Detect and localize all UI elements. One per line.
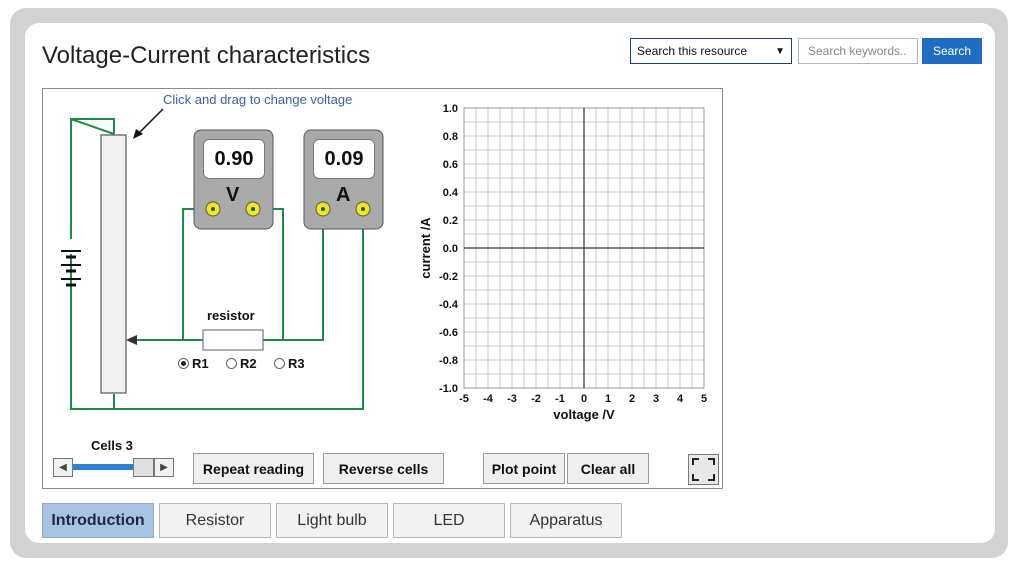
search-scope-select[interactable]: Search this resource ▼ [630,38,792,64]
slider-track[interactable] [73,464,154,470]
radio-dot [274,358,285,369]
slider-thumb[interactable] [133,458,154,477]
y-tick-label: 0.6 [443,159,458,171]
search-placeholder: Search keywords.. [808,44,907,58]
ammeter-unit: A [336,184,351,206]
tab-resistor[interactable]: Resistor [159,503,271,538]
voltmeter-reading: 0.90 [203,139,265,179]
x-tick-label: 2 [629,393,635,405]
x-tick-label: 3 [653,393,659,405]
x-tick-label: -1 [555,393,565,405]
search-button[interactable]: Search [922,38,982,64]
x-axis-label: voltage /V [553,407,615,422]
x-tick-label: 5 [701,393,707,405]
y-tick-label: 1.0 [443,103,458,115]
slider-increase-button[interactable]: ▶ [154,458,174,477]
y-tick-label: -0.8 [439,355,458,367]
x-tick-label: -3 [507,393,517,405]
x-tick-label: -4 [483,393,494,405]
radio-r2[interactable]: R2 [226,356,257,371]
x-tick-label: 4 [677,393,684,405]
circuit-and-graph: -5 -4 -3 -2 -1 0 1 2 3 4 5 1.0 0.8 0.6 0.4 0.2 0.0 -0.2 -0… [61,103,707,422]
y-tick-label: -0.2 [439,271,458,283]
x-tick-label: 1 [605,393,611,405]
clear-all-button[interactable]: Clear all [567,453,649,484]
y-tick-label: 0.0 [443,243,458,255]
chevron-down-icon: ▼ [775,45,785,57]
radio-r3[interactable]: R3 [274,356,305,371]
wire-top [70,117,364,410]
x-tick-label: 0 [581,393,587,405]
wire-ammeter [283,209,324,341]
hint-arrow [137,108,164,135]
x-tick-label: -2 [531,393,541,405]
tab-led[interactable]: LED [393,503,505,538]
search-scope-value: Search this resource [637,44,748,58]
cells-slider[interactable]: ◀ ▶ [53,458,174,479]
resistor-label: resistor [207,308,255,323]
page-title: Voltage-Current characteristics [42,42,371,69]
reverse-cells-button[interactable]: Reverse cells [323,453,444,484]
radio-dot [226,358,237,369]
radio-r1[interactable]: R1 [178,356,209,371]
battery-icon [61,239,81,287]
y-tick-label: -1.0 [439,383,458,395]
tab-apparatus[interactable]: Apparatus [510,503,622,538]
simulation-panel: -5 -4 -3 -2 -1 0 1 2 3 4 5 1.0 0.8 0.6 0.4 0.2 0.0 -0.2 -0… [42,88,723,489]
search-input[interactable]: Search keywords.. [798,38,918,64]
wire-top-segment [71,118,115,134]
fullscreen-button[interactable] [688,454,719,485]
rheostat [100,134,127,394]
y-tick-label: -0.6 [439,327,458,339]
fullscreen-icon [692,458,715,481]
y-tick-label: 0.2 [443,215,458,227]
repeat-reading-button[interactable]: Repeat reading [193,453,314,484]
ammeter-reading: 0.09 [313,139,375,179]
plot-point-button[interactable]: Plot point [483,453,565,484]
tab-introduction[interactable]: Introduction [42,503,154,538]
y-tick-label: -0.4 [439,299,459,311]
tab-light-bulb[interactable]: Light bulb [276,503,388,538]
radio-dot [178,358,189,369]
hint-arrowhead [133,129,143,139]
slider-arrow [126,335,137,345]
iv-graph[interactable]: -5 -4 -3 -2 -1 0 1 2 3 4 5 1.0 0.8 0.6 0.4 0.2 0.0 -0.2 -0… [418,103,707,422]
drag-hint: Click and drag to change voltage [163,92,353,107]
slider-decrease-button[interactable]: ◀ [53,458,73,477]
cells-label: Cells 3 [91,438,133,453]
voltmeter-unit: V [226,184,240,206]
y-tick-label: 0.4 [443,187,459,199]
y-tick-label: 0.8 [443,131,458,143]
x-tick-label: -5 [459,393,469,405]
resistor-symbol [202,329,264,351]
y-axis-label: current /A [418,217,433,279]
